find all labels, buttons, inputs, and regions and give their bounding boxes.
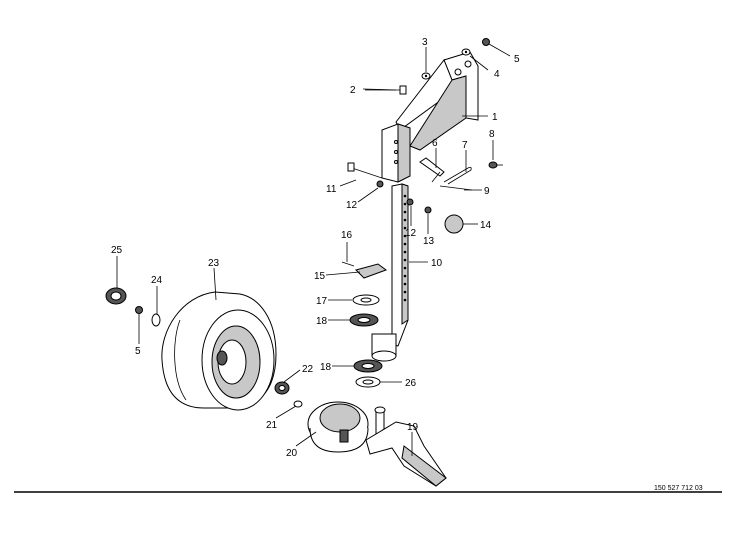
adjustment-hole	[403, 266, 407, 270]
callout-18-b: 18	[320, 362, 332, 373]
washer-part-26	[355, 376, 381, 388]
fork-part-19	[365, 406, 447, 487]
drawing-number: 150 527 712 03	[654, 485, 703, 492]
adjustment-hole	[403, 226, 407, 230]
callout-5-left: 5	[135, 346, 141, 357]
tire-part-23	[161, 291, 277, 411]
callout-13: 13	[423, 236, 435, 247]
spring-pin-part-7	[443, 166, 472, 185]
callout-4: 4	[494, 69, 500, 80]
knob-part-14	[444, 214, 464, 234]
callout-21: 21	[266, 420, 278, 431]
callout-9: 9	[484, 186, 490, 197]
callout-12-b: 12	[405, 228, 417, 239]
callout-22: 22	[302, 364, 314, 375]
hub-cap-part-20	[307, 401, 369, 453]
nut-part-12-b	[406, 198, 414, 206]
adjustment-hole	[403, 258, 407, 262]
bearing-part-18-top	[349, 313, 379, 327]
adjustment-hole	[403, 274, 407, 278]
nut-part-12-a	[376, 180, 384, 188]
bearing-part-18-bottom	[353, 359, 383, 373]
callout-1: 1	[492, 112, 498, 123]
bushing-part-22	[274, 381, 290, 395]
clip-part-8	[488, 161, 503, 169]
callout-3: 3	[422, 37, 428, 48]
adjustment-hole	[403, 210, 407, 214]
adjustment-hole	[403, 282, 407, 286]
bracket-part	[395, 51, 479, 151]
washer-part-17	[352, 294, 380, 306]
bushing-part-25	[105, 287, 127, 305]
callout-18-a: 18	[316, 316, 328, 327]
receiver-tube-part	[381, 123, 411, 183]
callout-11: 11	[326, 184, 337, 195]
pin-part-6	[419, 157, 445, 183]
ring-part-21	[293, 400, 303, 408]
callout-10: 10	[431, 258, 443, 269]
adjustment-hole	[403, 202, 407, 206]
washer-part-4	[461, 48, 471, 56]
callout-20: 20	[286, 448, 298, 459]
pin-part-9	[439, 185, 473, 191]
leader-lines	[116, 43, 511, 456]
callout-2: 2	[350, 85, 356, 96]
bracket-part-15	[355, 263, 388, 279]
nut-part-13	[424, 206, 432, 214]
adjustment-hole	[403, 298, 407, 302]
adjustment-hole	[403, 234, 407, 238]
callout-12-a: 12	[346, 200, 358, 211]
adjustment-hole	[403, 194, 407, 198]
adjustment-hole	[403, 218, 407, 222]
callout-26: 26	[405, 378, 417, 389]
callout-15: 15	[314, 271, 326, 282]
bolt-part-11	[347, 162, 383, 179]
callout-25: 25	[111, 245, 123, 256]
callout-8: 8	[489, 129, 495, 140]
pin-part-16	[341, 261, 355, 267]
callout-19: 19	[407, 422, 419, 433]
callout-7: 7	[462, 140, 468, 151]
callout-16: 16	[341, 230, 353, 241]
callout-17: 17	[316, 296, 328, 307]
adjustment-hole	[403, 250, 407, 254]
callout-6: 6	[432, 138, 438, 149]
washer-part-3	[421, 72, 431, 80]
callout-5-top: 5	[514, 54, 520, 65]
callout-24: 24	[151, 275, 163, 286]
callout-14: 14	[480, 220, 492, 231]
callout-labels: 1 2 3 4 5 5 6 7 8 9 10 11 12 12 13 14 15…	[111, 37, 520, 459]
adjustment-hole	[403, 242, 407, 246]
nut-part-5-left	[135, 306, 143, 314]
adjustment-hole	[403, 290, 407, 294]
washer-part-24	[151, 313, 161, 327]
callout-23: 23	[208, 258, 220, 269]
nut-part-5-top	[482, 38, 490, 46]
jack-leg-part	[371, 183, 409, 362]
